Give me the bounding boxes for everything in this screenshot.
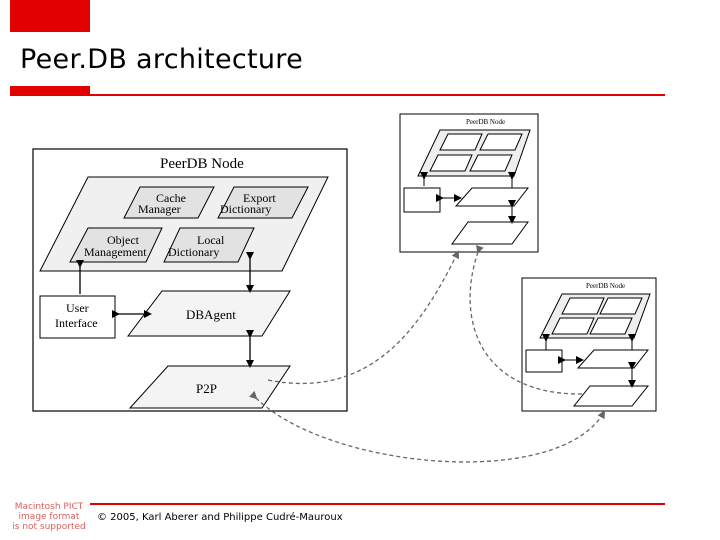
small-node-1-module-a [439, 133, 483, 151]
title-rule [10, 94, 665, 96]
small-node-2-title: PeerDB Node [586, 282, 625, 290]
small-node-1-module-b [479, 133, 523, 151]
object-management-label-1: Object [107, 233, 140, 247]
p2p-label: P2P [196, 381, 217, 396]
p2p-link-main-to-node-1 [267, 250, 459, 385]
small-node-1-ui-box [403, 187, 441, 213]
object-management-box [69, 227, 163, 263]
pict-line-2: image format [18, 512, 80, 522]
footer-copyright: © 2005, Karl Aberer and Philippe Cudré-M… [97, 512, 343, 523]
accent-block-bottom [10, 86, 90, 96]
small-node-1-frame [399, 113, 539, 253]
small-node-2-module-c [551, 317, 595, 335]
p2p-link-main-to-node-2 [248, 390, 605, 463]
cache-manager-box [123, 186, 215, 219]
cache-manager-label-1: Cache [156, 191, 186, 205]
local-dictionary-label-1: Local [197, 233, 225, 247]
pict-line-1: Macintosh PICT [14, 502, 84, 512]
user-interface-label-1: User [66, 301, 89, 315]
pict-line-3: is not supported [12, 522, 86, 532]
object-management-label-2: Management [84, 245, 147, 259]
small-node-1-p2p [451, 221, 529, 245]
main-node-frame [32, 148, 348, 412]
export-dictionary-box [217, 186, 309, 219]
small-node-2-p2p [572, 385, 650, 407]
local-dictionary-box [163, 227, 255, 263]
cache-manager-label-2: Manager [138, 202, 181, 216]
small-node-1-module-c [429, 154, 473, 172]
small-node-2-module-d [589, 317, 633, 335]
local-dictionary-label-2: Dictionary [168, 245, 219, 259]
small-node-1-module-d [469, 154, 513, 172]
user-interface-label-2: Interface [55, 316, 98, 330]
slide-title: Peer.DB architecture [20, 44, 304, 75]
footer-rule [90, 503, 665, 505]
small-node-1-title: PeerDB Node [466, 118, 505, 126]
small-node-2-ui-box [525, 349, 563, 373]
export-dictionary-label-2: Dictionary [220, 202, 271, 216]
small-node-2-module-b [599, 297, 643, 315]
accent-block-top [10, 0, 90, 32]
main-node-title: PeerDB Node [160, 156, 244, 172]
p2p-link-node-1-to-node-2 [469, 245, 583, 395]
user-interface-box [39, 295, 116, 339]
export-dictionary-label-1: Export [243, 191, 276, 205]
dbagent-label: DBAgent [186, 307, 236, 322]
small-node-1-dbagent [454, 187, 530, 207]
small-node-2-module-a [561, 297, 605, 315]
small-node-2-dbagent [576, 349, 650, 369]
pict-placeholder: Macintosh PICT image format is not suppo… [8, 502, 90, 540]
